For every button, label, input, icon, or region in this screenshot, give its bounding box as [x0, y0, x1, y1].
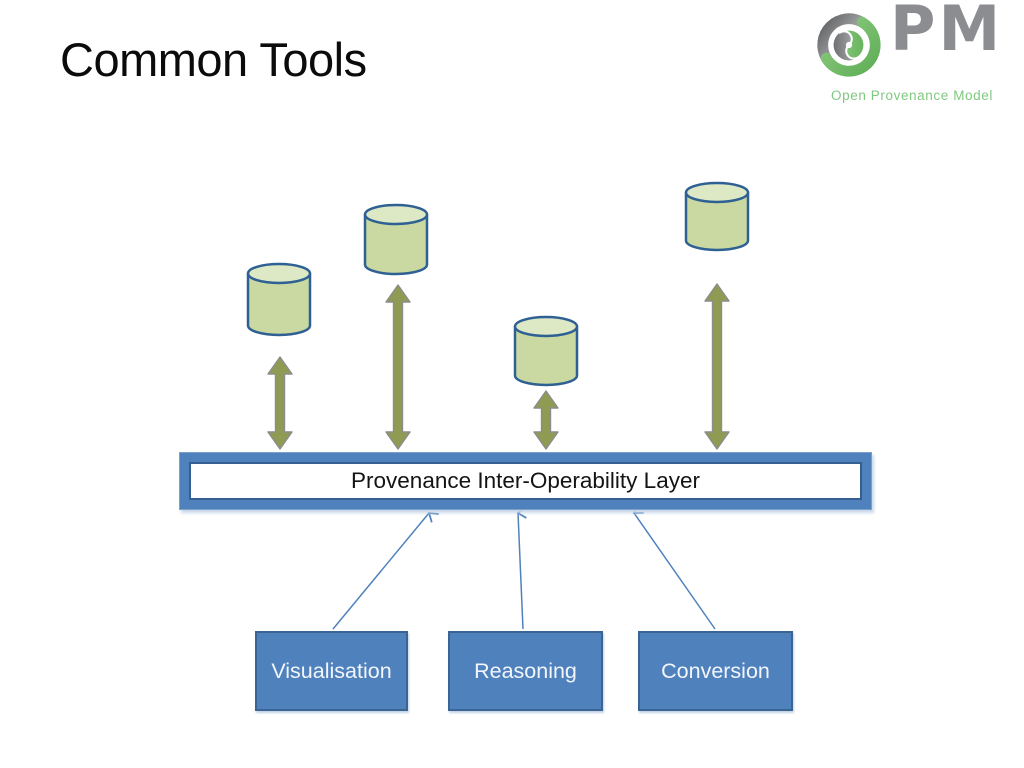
- tool-label-visualisation: Visualisation: [271, 658, 392, 683]
- opm-subtitle: Open Provenance Model: [831, 88, 993, 103]
- tool-box-reasoning: Reasoning: [448, 631, 603, 711]
- connector-arrow-conversion: [632, 503, 716, 630]
- datastore-cylinder-1: [246, 262, 312, 337]
- double-arrow-icon-2: [385, 284, 411, 450]
- opm-logo: PM Open Provenance Model: [812, 0, 1020, 108]
- interoperability-layer-label: Provenance Inter-Operability Layer: [351, 468, 700, 493]
- tool-box-visualisation: Visualisation: [255, 631, 408, 711]
- interoperability-layer-inner: Provenance Inter-Operability Layer: [189, 462, 862, 500]
- connector-arrow-visualisation: [332, 511, 439, 630]
- interoperability-layer-bar: Provenance Inter-Operability Layer: [179, 452, 872, 510]
- datastore-cylinder-3: [513, 315, 579, 387]
- datastore-cylinder-2: [363, 203, 429, 276]
- double-arrow-icon-4: [704, 283, 730, 450]
- double-arrow-icon-1: [267, 356, 293, 450]
- tool-box-conversion: Conversion: [638, 631, 793, 711]
- double-arrow-icon-3: [533, 390, 559, 450]
- opm-acronym: PM: [890, 0, 1004, 65]
- tool-label-conversion: Conversion: [661, 658, 770, 683]
- datastore-cylinder-4: [684, 181, 750, 252]
- opm-swirl-icon: [817, 13, 881, 77]
- tool-label-reasoning: Reasoning: [474, 658, 577, 683]
- connector-arrow-reasoning: [516, 506, 527, 630]
- page-title: Common Tools: [60, 33, 367, 86]
